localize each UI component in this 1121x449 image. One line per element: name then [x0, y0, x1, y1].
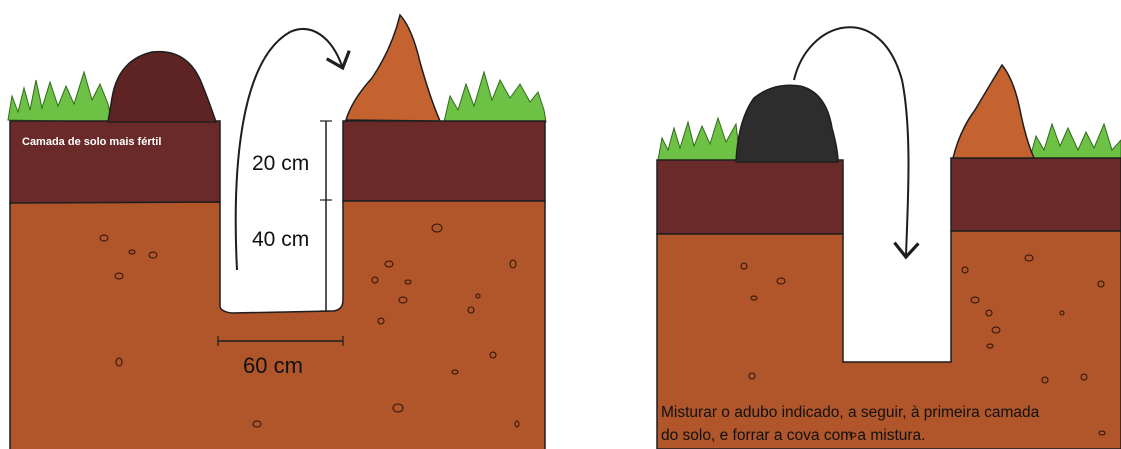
right-topsoil-layer-right	[951, 158, 1121, 231]
caption-line-1: Misturar o adubo indicado, a seguir, à p…	[661, 404, 1040, 421]
fertilizer-mound	[736, 85, 838, 162]
depth-bottom-label: 40 cm	[252, 228, 309, 251]
subsoil-mound	[346, 15, 440, 121]
grass-right-panel-right-tuft	[1030, 124, 1121, 158]
left-topsoil-layer	[10, 121, 220, 204]
right-panel: Misturar o adubo indicado, a seguir, à p…	[657, 27, 1121, 449]
left-topsoil-layer-right	[343, 121, 545, 201]
width-label: 60 cm	[243, 353, 303, 378]
fertile-layer-label: Camada de solo mais fértil	[22, 136, 161, 148]
grass-right-panel-left-tuft	[658, 118, 740, 160]
grass-right-tuft	[444, 72, 546, 122]
right-topsoil-layer	[657, 160, 843, 234]
left-panel: Camada de solo mais fértil 20 cm 40 cm 6…	[8, 15, 546, 449]
caption-line-2: do solo, e forrar a cova com a mistura.	[661, 427, 925, 444]
depth-top-label: 20 cm	[252, 152, 309, 175]
subsoil-mound-right	[953, 65, 1034, 158]
grass-left-tuft	[8, 72, 112, 122]
topsoil-mound	[108, 52, 216, 122]
